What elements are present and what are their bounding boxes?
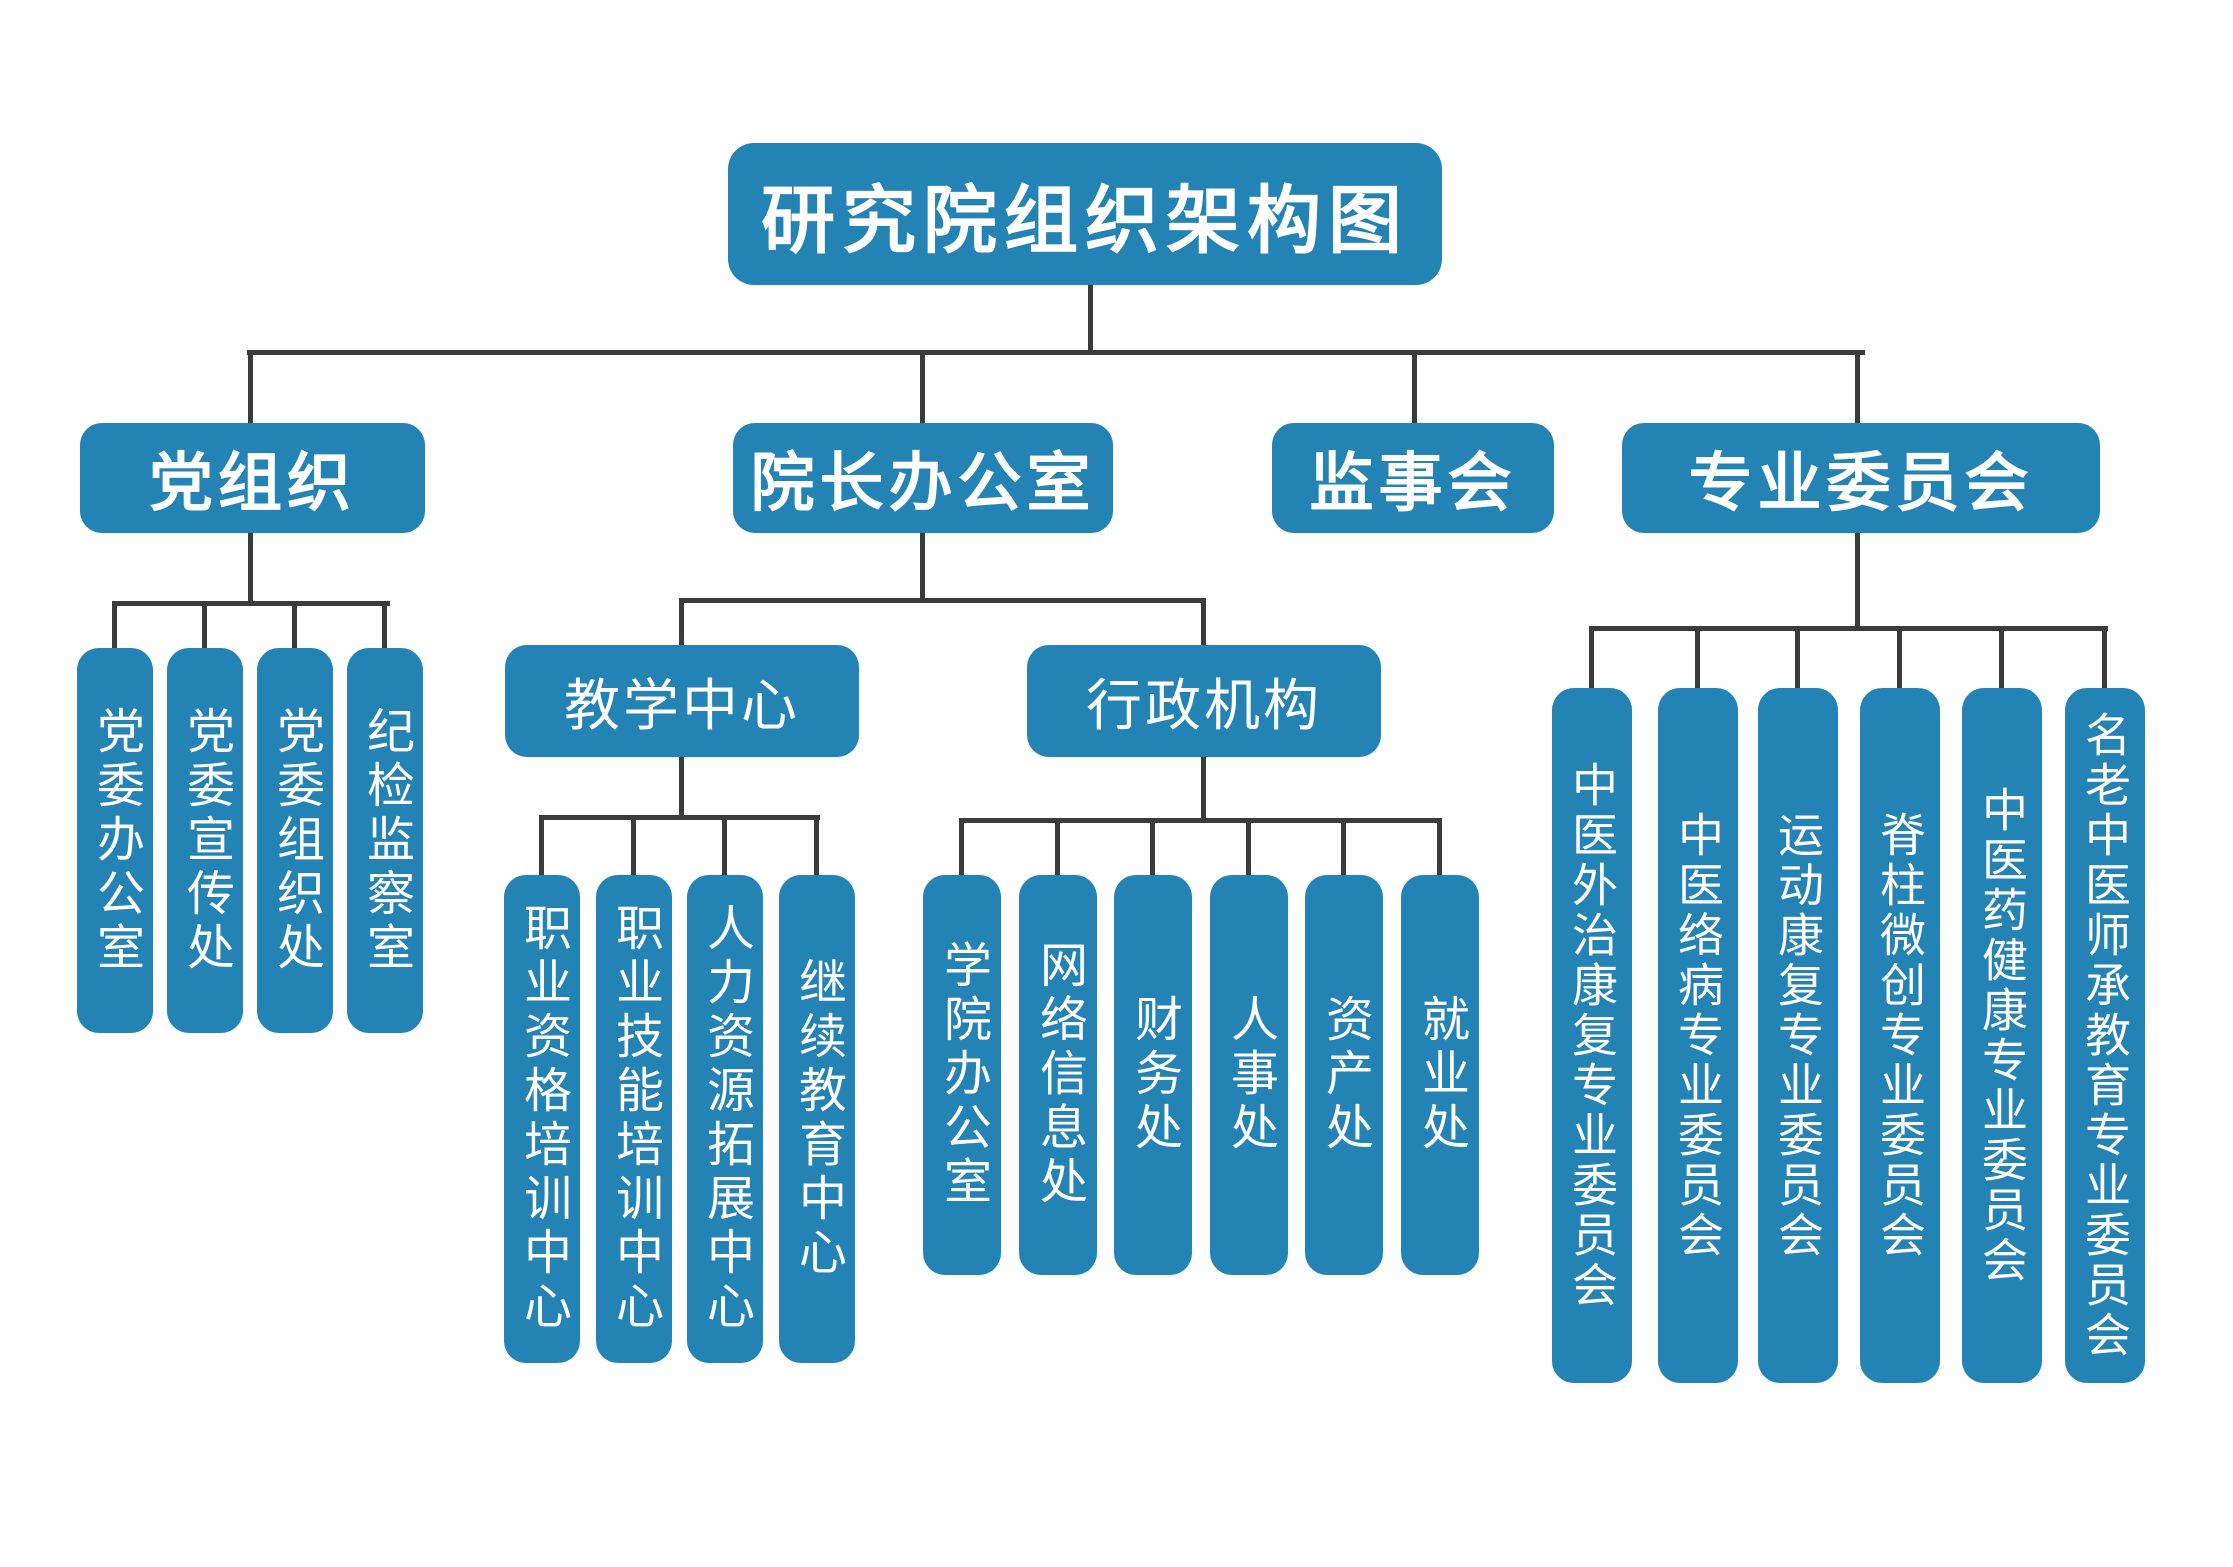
connector-dean-bus xyxy=(679,598,1206,603)
leaf-label: 党委办公室 xyxy=(89,705,142,976)
connector-party-stem xyxy=(248,530,253,603)
leaf-box-party-committee-office: 党委办公室 xyxy=(77,648,153,1033)
connector-teaching-stem xyxy=(679,753,684,817)
leaf-box-tcm-external-treatment-rehab-committee: 中医外治康复专业委员会 xyxy=(1552,688,1632,1383)
leaf-box-personnel-division: 人事处 xyxy=(1210,875,1288,1275)
leaf-label: 资产处 xyxy=(1318,994,1371,1156)
connector-drop-dean-office xyxy=(920,350,925,426)
leaf-label: 党委组织处 xyxy=(269,705,322,976)
connector-committee-drop-5 xyxy=(1999,626,2004,692)
connector-level2-bus xyxy=(247,350,1865,355)
connector-admin-drop-1 xyxy=(959,818,964,877)
leaf-label: 脊柱微创专业委员会 xyxy=(1874,810,1926,1261)
leaf-box-network-information-division: 网络信息处 xyxy=(1019,875,1097,1275)
connector-dean-stem xyxy=(920,530,925,600)
leaf-box-continuing-education-center: 继续教育中心 xyxy=(779,875,855,1363)
leaf-box-employment-division: 就业处 xyxy=(1401,875,1479,1275)
connector-committee-drop-1 xyxy=(1589,626,1594,692)
connector-committee-drop-6 xyxy=(2102,626,2107,692)
connector-admin-drop-3 xyxy=(1150,818,1155,877)
connector-drop-party xyxy=(248,350,253,426)
leaf-label: 职业技能培训中心 xyxy=(608,903,661,1335)
connector-drop-admin xyxy=(1201,598,1206,648)
connector-party-drop-1 xyxy=(112,601,117,651)
leaf-box-sports-rehab-committee: 运动康复专业委员会 xyxy=(1758,688,1838,1383)
connector-committees-stem xyxy=(1855,530,1860,628)
connector-root-stem xyxy=(1088,281,1093,353)
leaf-box-assets-division: 资产处 xyxy=(1305,875,1383,1275)
leaf-box-party-publicity-division: 党委宣传处 xyxy=(167,648,243,1033)
branch-label: 专业委员会 xyxy=(1688,447,2034,519)
leaf-label: 网络信息处 xyxy=(1032,940,1085,1210)
leaf-label: 名老中医师承教育专业委员会 xyxy=(2079,710,2131,1361)
sub-branch-label: 教学中心 xyxy=(564,673,800,737)
connector-party-drop-2 xyxy=(202,601,207,651)
branch-box-supervisory-board: 监事会 xyxy=(1272,423,1554,533)
leaf-box-hr-development-center: 人力资源拓展中心 xyxy=(687,875,763,1363)
leaf-label: 中医络病专业委员会 xyxy=(1672,810,1724,1261)
leaf-label: 职业资格培训中心 xyxy=(516,903,569,1335)
connector-admin-drop-6 xyxy=(1437,818,1442,877)
leaf-label: 党委宣传处 xyxy=(179,705,232,976)
leaf-label: 继续教育中心 xyxy=(791,957,844,1281)
connector-party-bus xyxy=(112,601,390,606)
connector-committee-drop-3 xyxy=(1795,626,1800,692)
connector-party-drop-3 xyxy=(292,601,297,651)
connector-admin-drop-4 xyxy=(1246,818,1251,877)
leaf-label: 纪检监察室 xyxy=(359,705,412,976)
branch-label: 党组织 xyxy=(149,447,356,519)
connector-teaching-drop-3 xyxy=(722,815,727,877)
sub-branch-box-teaching-center: 教学中心 xyxy=(505,645,859,757)
branch-box-professional-committees: 专业委员会 xyxy=(1622,423,2100,533)
leaf-box-finance-division: 财务处 xyxy=(1114,875,1192,1275)
branch-label: 监事会 xyxy=(1309,447,1517,519)
root-title-box: 研究院组织架构图 xyxy=(728,143,1442,285)
page-title: 研究院组织架构图 xyxy=(761,178,1409,262)
connector-drop-supervisory xyxy=(1412,350,1417,426)
leaf-box-party-organization-division: 党委组织处 xyxy=(257,648,333,1033)
leaf-label: 中医外治康复专业委员会 xyxy=(1566,760,1618,1311)
connector-admin-stem xyxy=(1201,753,1206,820)
leaf-label: 人力资源拓展中心 xyxy=(699,903,752,1335)
connector-admin-drop-2 xyxy=(1055,818,1060,877)
leaf-box-vocational-skills-training-center: 职业技能培训中心 xyxy=(596,875,672,1363)
leaf-box-spine-minimally-invasive-committee: 脊柱微创专业委员会 xyxy=(1860,688,1940,1383)
connector-teaching-drop-1 xyxy=(539,815,544,877)
connector-teaching-drop-2 xyxy=(631,815,636,877)
leaf-box-tcm-collateral-disease-committee: 中医络病专业委员会 xyxy=(1658,688,1738,1383)
branch-label: 院长办公室 xyxy=(750,447,1096,519)
sub-branch-label: 行政机构 xyxy=(1086,673,1322,737)
leaf-label: 财务处 xyxy=(1127,994,1180,1156)
leaf-box-tcm-health-committee: 中医药健康专业委员会 xyxy=(1962,688,2042,1383)
connector-teaching-bus xyxy=(539,815,820,820)
connector-committee-drop-2 xyxy=(1695,626,1700,692)
connector-committee-drop-4 xyxy=(1897,626,1902,692)
connector-admin-bus xyxy=(959,818,1442,823)
connector-party-drop-4 xyxy=(382,601,387,651)
connector-drop-teaching xyxy=(679,598,684,648)
leaf-box-tcm-master-heritage-education-committee: 名老中医师承教育专业委员会 xyxy=(2065,688,2145,1383)
leaf-label: 学院办公室 xyxy=(936,940,989,1210)
leaf-label: 中医药健康专业委员会 xyxy=(1976,785,2028,1286)
branch-box-dean-office: 院长办公室 xyxy=(733,423,1113,533)
leaf-label: 运动康复专业委员会 xyxy=(1772,810,1824,1261)
leaf-label: 就业处 xyxy=(1414,994,1467,1156)
leaf-box-discipline-inspection-office: 纪检监察室 xyxy=(347,648,423,1033)
sub-branch-box-administrative-organs: 行政机构 xyxy=(1027,645,1381,757)
leaf-box-college-office: 学院办公室 xyxy=(923,875,1001,1275)
branch-box-party-organization: 党组织 xyxy=(80,423,425,533)
connector-admin-drop-5 xyxy=(1341,818,1346,877)
leaf-label: 人事处 xyxy=(1223,994,1276,1156)
connector-drop-committees xyxy=(1855,350,1860,426)
connector-committees-bus xyxy=(1589,626,2108,631)
connector-teaching-drop-4 xyxy=(814,815,819,877)
leaf-box-vocational-qualification-training-center: 职业资格培训中心 xyxy=(504,875,580,1363)
